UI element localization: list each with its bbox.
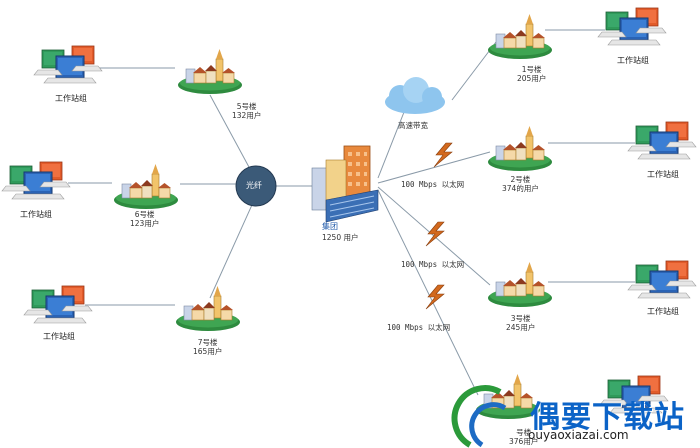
building-label-b5: 5号楼 132用户 — [232, 102, 261, 120]
building-users: 123用户 — [130, 219, 160, 228]
building-label-b1: 1号楼 205用户 — [517, 65, 546, 83]
building-name: 3号楼 — [510, 314, 531, 323]
workstation-group-icon — [23, 285, 93, 324]
building-users: 374的用户 — [502, 184, 539, 193]
headquarters-name: 集团 — [322, 222, 338, 231]
building-users: 245用户 — [506, 323, 536, 332]
link-label: 100 Mbps 以太网 — [401, 180, 465, 189]
watermark-text: 偶要下载站 — [530, 400, 685, 435]
headquarters-users: 1250 用户 — [322, 233, 359, 242]
workstation-group-icon — [597, 7, 667, 46]
workstation-label: 工作站组 — [647, 170, 679, 179]
connection-lines — [68, 29, 635, 396]
workstation-group-icon — [33, 45, 103, 84]
building-cluster-icon — [487, 13, 553, 60]
cloud-icon — [385, 77, 445, 114]
fiber-hub-label: 光纤 — [246, 181, 262, 190]
link-label: 100 Mbps 以太网 — [401, 260, 465, 269]
building-users: 205用户 — [517, 74, 547, 83]
workstation-group-icon — [627, 260, 697, 299]
building-label-b2: 2号楼 374的用户 — [502, 175, 539, 193]
building-cluster-icon — [177, 48, 243, 95]
building-cluster-icon — [113, 163, 179, 210]
workstation-group-icon — [1, 161, 71, 200]
building-name: 7号楼 — [197, 338, 218, 347]
building-name: 5号楼 — [236, 102, 257, 111]
building-label-b3: 3号楼 245用户 — [506, 314, 535, 332]
workstation-label: 工作站组 — [55, 94, 87, 103]
building-name: 2号楼 — [510, 175, 531, 184]
workstation-label: 工作站组 — [617, 56, 649, 65]
building-users: 376用户 — [509, 437, 539, 446]
fiber-hub-icon — [235, 165, 277, 207]
building-name: 6号楼 — [134, 210, 155, 219]
workstation-label: 工作站组 — [647, 307, 679, 316]
workstation-group-icon — [627, 121, 697, 160]
workstation-label: 工作站组 — [43, 332, 75, 341]
link-label: 100 Mbps 以太网 — [387, 323, 451, 332]
headquarters-icon — [311, 145, 379, 223]
building-cluster-icon — [487, 125, 553, 172]
workstation-label: 工作站组 — [20, 210, 52, 219]
cloud-label: 高速带宽 — [398, 121, 428, 130]
building-users: 132用户 — [232, 111, 262, 120]
building-cluster-icon — [175, 285, 241, 332]
building-label-b4: 号楼 376用户 — [509, 428, 538, 446]
building-label-b7: 7号楼 165用户 — [193, 338, 222, 356]
building-label-b6: 6号楼 123用户 — [130, 210, 159, 228]
building-users: 165用户 — [193, 347, 223, 356]
watermark-url: ouyaoxiazai.com — [528, 428, 629, 442]
building-cluster-icon — [487, 261, 553, 308]
building-name: 号楼 — [516, 428, 532, 437]
lightning-icon — [425, 284, 445, 310]
watermark-logo-icon — [451, 385, 507, 448]
building-name: 1号楼 — [521, 65, 542, 74]
